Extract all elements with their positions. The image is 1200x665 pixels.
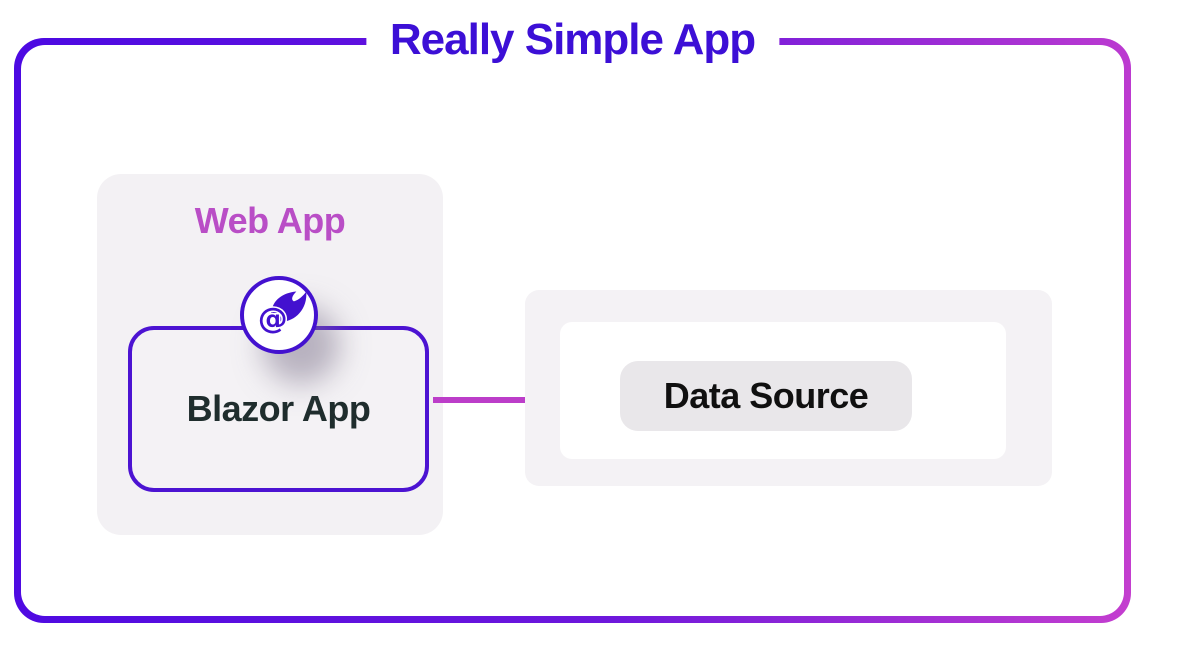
data-source-box: Data Source bbox=[620, 361, 912, 431]
blazor-icon: @ bbox=[239, 276, 318, 354]
web-app-label: Web App bbox=[194, 200, 346, 241]
blazor-app-label: Blazor App bbox=[186, 388, 371, 429]
frame-inner: Web App @ Blazor App bbox=[21, 45, 1124, 616]
web-app-container: Web App @ Blazor App bbox=[97, 174, 443, 535]
blazor-app-box: @ Blazor App bbox=[128, 276, 429, 492]
svg-text:@: @ bbox=[257, 302, 287, 337]
data-source-panel: Data Source bbox=[560, 322, 1006, 459]
diagram-title: Really Simple App bbox=[365, 14, 780, 66]
data-source-container: Data Source bbox=[525, 290, 1052, 486]
app-frame: Really Simple App Web App @ Blazor App bbox=[7, 14, 1193, 660]
data-source-label: Data Source bbox=[663, 375, 869, 416]
